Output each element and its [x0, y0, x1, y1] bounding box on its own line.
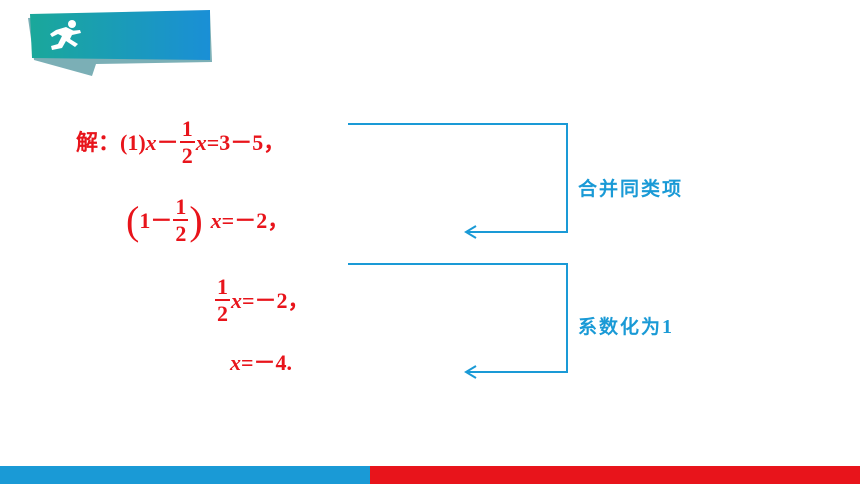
variable-x: x: [230, 350, 241, 375]
note-coefficient-number: 1: [662, 316, 673, 338]
solution-label: 解：: [76, 129, 121, 155]
note-combine-like-terms: 合并同类项: [578, 178, 684, 200]
variable-x: x: [145, 129, 157, 155]
equation-rest: =3－5，: [206, 129, 286, 155]
equation-rest: =－4.: [241, 350, 293, 375]
footer-bar-blue: [0, 466, 370, 484]
right-paren: ): [189, 197, 203, 243]
fraction-denominator: 2: [217, 301, 228, 326]
variable-x: x: [195, 129, 207, 155]
arrow-coefficient-icon: [348, 263, 568, 379]
solution-line-4: x =－4.: [230, 352, 292, 374]
solution-line-3: 1 2 x =－2，: [214, 276, 310, 325]
footer-bar-red: [370, 466, 860, 484]
fraction-denominator: 2: [175, 221, 187, 246]
fraction-numerator: 1: [215, 274, 230, 301]
equation-rest: =－2，: [242, 287, 310, 313]
fraction-denominator: 2: [181, 143, 193, 168]
fraction-half: 1 2: [173, 194, 189, 246]
one-minus: 1－: [139, 207, 173, 233]
fraction-numerator: 1: [173, 194, 189, 221]
minus-sign: －: [156, 129, 179, 155]
solution-line-1: 解： (1) x － 1 2 x =3－5，: [76, 118, 285, 167]
part-label: (1): [120, 129, 146, 155]
note-coefficient-to-one: 系数化为1: [578, 312, 672, 339]
equation-rest: =－2，: [221, 207, 290, 233]
fraction-half: 1 2: [179, 116, 195, 168]
solution-line-2: ( 1－ 1 2 ) x =－2，: [126, 196, 289, 245]
running-person-icon: [50, 20, 81, 50]
variable-x: x: [210, 207, 222, 233]
note-coefficient-text: 系数化为: [578, 316, 663, 338]
header-banner: [28, 10, 212, 76]
fraction-half: 1 2: [215, 276, 230, 325]
left-paren: (: [126, 197, 140, 243]
arrow-combine-icon: [348, 123, 568, 239]
fraction-numerator: 1: [179, 116, 195, 143]
variable-x: x: [231, 287, 242, 313]
